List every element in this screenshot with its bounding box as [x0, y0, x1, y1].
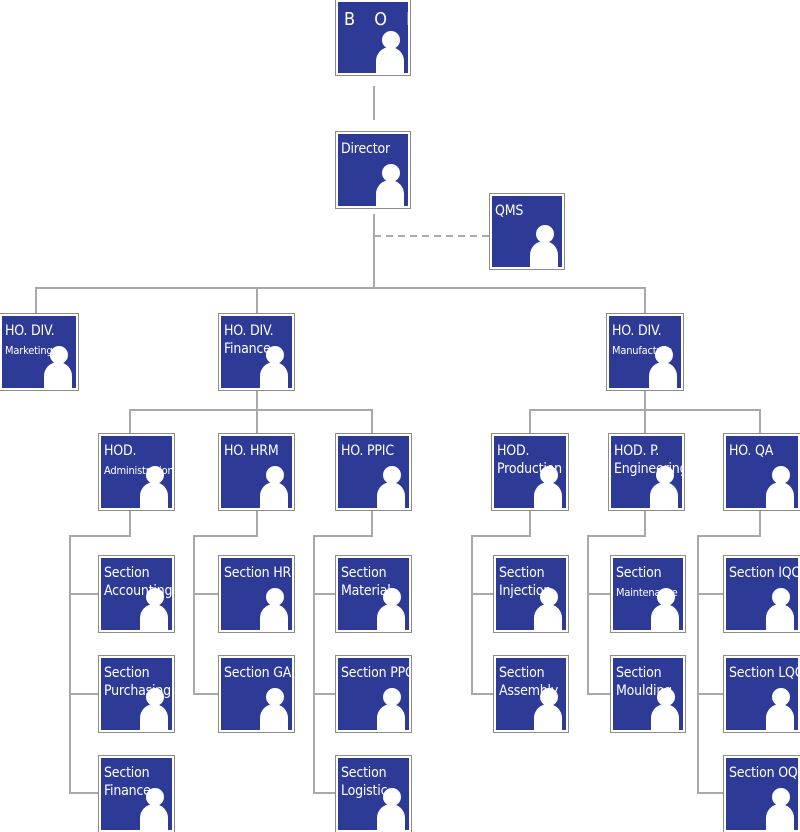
node-subtitle: Finance: [224, 341, 271, 357]
person-icon: [260, 346, 288, 388]
node-section-iqc[interactable]: Section IQC: [724, 556, 800, 632]
node-title: Section PPC: [341, 665, 411, 681]
node-section-maintenance[interactable]: Section Maintenance: [611, 556, 685, 632]
node-title: HOD.: [497, 443, 530, 459]
node-section-ga[interactable]: Section GA: [219, 656, 294, 732]
person-icon: [651, 688, 679, 730]
node-bod[interactable]: B O D: [336, 0, 410, 75]
node-title: Section: [616, 565, 662, 581]
node-ho-ppic[interactable]: HO. PPIC: [336, 434, 411, 510]
node-title: HOD.: [104, 443, 137, 459]
person-icon: [376, 164, 404, 206]
person-icon: [377, 588, 405, 630]
person-icon: [766, 466, 794, 508]
node-director[interactable]: Director: [336, 132, 410, 208]
node-section-lqc[interactable]: Section LQC: [724, 656, 800, 732]
person-icon: [376, 31, 404, 73]
node-title: HO. DIV.: [224, 323, 274, 339]
person-icon: [530, 225, 558, 267]
node-subtitle: Finance: [104, 783, 151, 799]
node-ho-hrm[interactable]: HO. HRM: [219, 434, 294, 510]
node-subtitle: Maintenance: [616, 586, 678, 599]
node-title: Section GA: [224, 665, 292, 681]
node-subtitle: Marketing: [5, 344, 53, 357]
node-title: HOD. P.: [614, 443, 660, 459]
person-icon: [650, 466, 678, 508]
node-title: HO. DIV.: [612, 323, 662, 339]
node-ho-div-manufacture[interactable]: HO. DIV. Manufacture: [607, 314, 683, 390]
node-subtitle: Administration: [104, 464, 174, 477]
node-section-purchasing[interactable]: Section Purchasing: [99, 656, 174, 732]
node-section-moulding[interactable]: Section Moulding: [611, 656, 685, 732]
node-section-injection[interactable]: Section Injection: [494, 556, 568, 632]
node-title: Section: [499, 565, 545, 581]
node-ho-qa[interactable]: HO. QA: [724, 434, 800, 510]
person-icon: [377, 466, 405, 508]
node-title: Director: [341, 141, 390, 157]
node-hod-p-engineering[interactable]: HOD. P. Engineering: [609, 434, 684, 510]
node-title: Section: [616, 665, 662, 681]
node-title: Section: [341, 765, 387, 781]
person-icon: [260, 466, 288, 508]
node-section-material[interactable]: Section Material: [336, 556, 411, 632]
node-section-assembly[interactable]: Section Assembly: [494, 656, 568, 732]
person-icon: [260, 588, 288, 630]
node-title: QMS: [495, 203, 524, 219]
node-section-accounting[interactable]: Section Accounting: [99, 556, 174, 632]
person-icon: [140, 788, 168, 830]
person-icon: [260, 688, 288, 730]
node-hod-administration[interactable]: HOD. Administration: [99, 434, 174, 510]
node-section-hrd[interactable]: Section HRD: [219, 556, 294, 632]
person-icon: [534, 688, 562, 730]
node-title: HO. DIV.: [5, 323, 55, 339]
person-icon: [140, 588, 168, 630]
node-title: Section: [341, 565, 387, 581]
node-section-logistic[interactable]: Section Logistic: [336, 756, 411, 832]
node-ho-div-finance[interactable]: HO. DIV. Finance: [219, 314, 294, 390]
node-title: B O D: [344, 9, 408, 30]
person-icon: [651, 588, 679, 630]
node-section-ppc[interactable]: Section PPC: [336, 656, 411, 732]
person-icon: [140, 688, 168, 730]
node-hod-production[interactable]: HOD. Production: [492, 434, 568, 510]
node-title: HO. PPIC: [341, 443, 394, 459]
node-title: Section HRD: [224, 565, 294, 581]
person-icon: [534, 588, 562, 630]
node-subtitle: Manufacture: [612, 344, 673, 357]
node-title: Section: [104, 665, 150, 681]
node-title: Section: [104, 765, 150, 781]
node-title: Section: [499, 665, 545, 681]
person-icon: [377, 688, 405, 730]
node-section-oqc[interactable]: Section OQC: [724, 756, 800, 832]
person-icon: [649, 346, 677, 388]
node-ho-div-marketing[interactable]: HO. DIV. Marketing: [0, 314, 78, 390]
node-title: Section IQC: [729, 565, 800, 581]
node-title: Section OQC: [729, 765, 800, 781]
node-subtitle: Injection: [499, 583, 552, 599]
node-title: Section LQC: [729, 665, 800, 681]
person-icon: [140, 466, 168, 508]
node-title: HO. HRM: [224, 443, 279, 459]
person-icon: [534, 466, 562, 508]
node-title: HO. QA: [729, 443, 774, 459]
node-subtitle: Material: [341, 583, 391, 599]
node-qms[interactable]: QMS: [490, 194, 564, 269]
person-icon: [766, 688, 794, 730]
node-subtitle: Logistic: [341, 783, 388, 799]
person-icon: [766, 788, 794, 830]
node-section-finance[interactable]: Section Finance: [99, 756, 174, 832]
person-icon: [44, 346, 72, 388]
person-icon: [766, 588, 794, 630]
person-icon: [377, 788, 405, 830]
node-title: Section: [104, 565, 150, 581]
